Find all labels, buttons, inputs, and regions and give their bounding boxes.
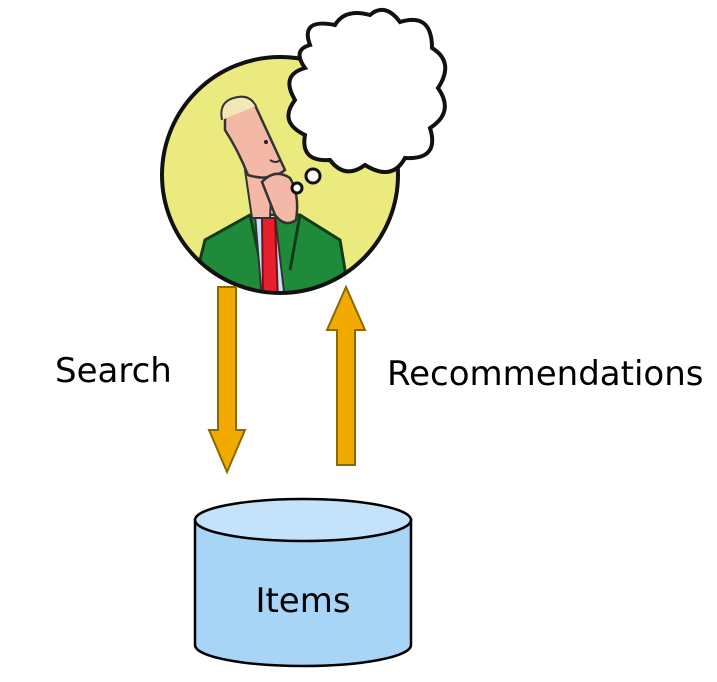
thought-cloud [286, 7, 448, 174]
search-label: Search [55, 351, 172, 391]
items-label: Items [255, 581, 350, 621]
hair-shape [220, 95, 257, 121]
down-arrow-icon [207, 286, 247, 475]
thought-dot-large [304, 167, 322, 185]
up-arrow-icon [325, 284, 367, 466]
cylinder-top [193, 497, 413, 543]
tie-shape [260, 217, 280, 293]
eye-dot [264, 140, 268, 144]
mouth-line [269, 159, 281, 163]
portrait-border [160, 55, 400, 295]
hand-shape [260, 172, 299, 225]
cylinder-body [193, 518, 413, 668]
database-cylinder-icon: Items [193, 497, 413, 668]
thought-dot-small [290, 181, 304, 195]
search-arrow [207, 286, 247, 475]
recommendations-label: Recommendations [387, 354, 703, 394]
recommendations-arrow [325, 284, 367, 466]
thought-bubble-icon [286, 7, 448, 195]
